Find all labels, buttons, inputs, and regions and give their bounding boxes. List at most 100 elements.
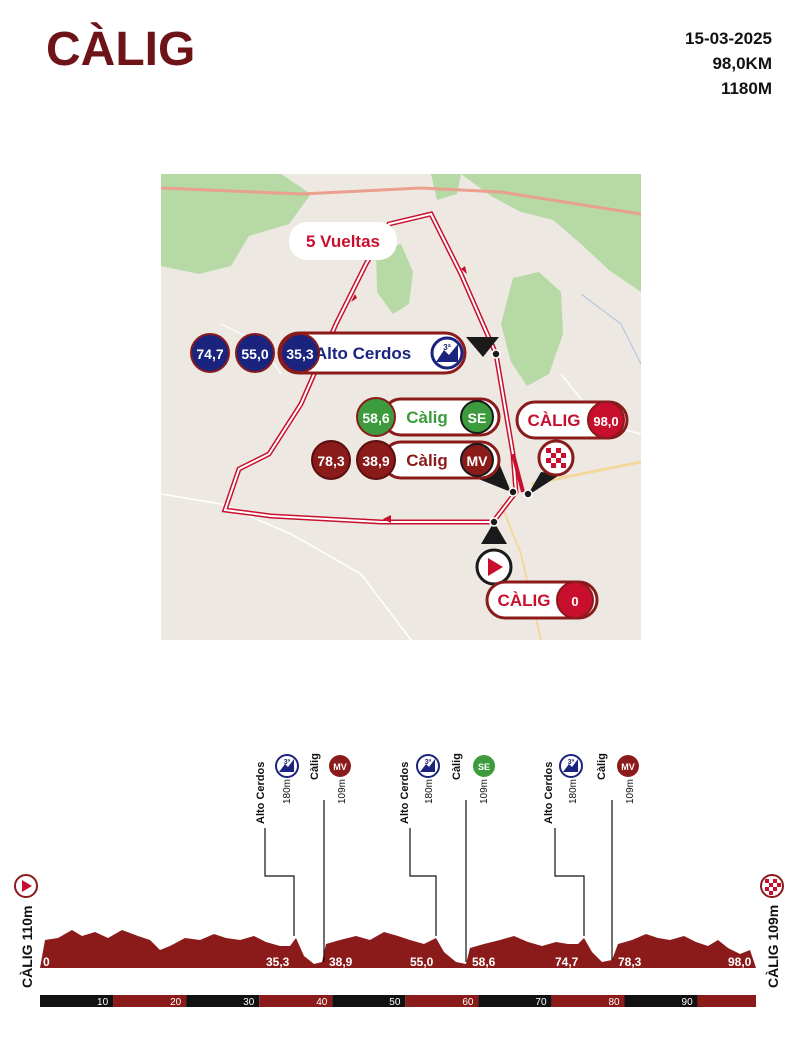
marker-1-alt: 180m	[282, 779, 293, 804]
route-map-svg: 5 Vueltas Alto Cerdos 3ª 74,7 55,0 35,3 …	[161, 174, 641, 640]
climb-pass-2-km: 55,0	[241, 346, 268, 362]
climb-category: 3ª	[443, 343, 450, 352]
sprint-mv-code: MV	[467, 453, 489, 469]
svg-text:3ª: 3ª	[284, 759, 291, 766]
sprint-se-pass	[356, 397, 396, 437]
climb-pass-2	[235, 333, 275, 373]
finish-name: CÀLIG	[528, 411, 581, 430]
km-bar-segment	[186, 995, 260, 1007]
climb-label: Alto Cerdos 3ª 74,7 55,0 35,3	[190, 331, 501, 375]
km-tick-label: 50	[389, 997, 401, 1008]
km-tick-label: 70	[535, 997, 547, 1008]
km-tick-label: 80	[608, 997, 620, 1008]
km-tick-label: 30	[243, 997, 255, 1008]
svg-text:MV: MV	[333, 762, 347, 772]
marker-4-km: 58,6	[472, 955, 496, 969]
marker-labels: Alto Cerdos 180m Càlig 109m Alto Cerdos …	[255, 753, 636, 824]
sprint-mv-pass-1-km: 78,3	[317, 453, 344, 469]
stage-elevation: 1180M	[720, 79, 772, 98]
page-title: CÀLIG	[46, 23, 196, 76]
sprint-mv-name: Càlig	[406, 451, 448, 470]
svg-text:3ª: 3ª	[425, 759, 432, 766]
profile-km-labels: 0 35,3 38,9 55,0 58,6 74,7 78,3 98,0	[43, 955, 752, 969]
km-bar-segment	[405, 995, 479, 1007]
sprint-se-name: Càlig	[406, 408, 448, 427]
sprint-mv-label: Càlig MV 78,3 38,9	[311, 440, 518, 497]
km-bar-segment	[40, 995, 114, 1007]
km-bar-segment	[332, 995, 406, 1007]
km-end-label: 98,0	[728, 955, 752, 969]
km-tick-label: 40	[316, 997, 328, 1008]
km-bar-segment	[624, 995, 698, 1007]
climb-pass-3-km: 35,3	[286, 346, 313, 362]
marker-2-km: 38,9	[329, 955, 353, 969]
sprint-se-icon	[460, 400, 494, 434]
route-map: 5 Vueltas Alto Cerdos 3ª 74,7 55,0 35,3 …	[161, 174, 641, 640]
climb-pass-3	[280, 333, 320, 373]
km-bar-segment	[478, 995, 552, 1007]
marker-2-name: Càlig	[309, 753, 321, 780]
climb-icon: 3ª	[416, 754, 440, 778]
marker-2-alt: 109m	[337, 779, 348, 804]
elevation-profile-svg: Alto Cerdos 180m Càlig 109m Alto Cerdos …	[14, 753, 784, 1008]
km-bar-segment	[259, 995, 333, 1007]
marker-lines	[264, 800, 613, 962]
marker-5-alt: 180m	[568, 779, 579, 804]
marker-1-km: 35,3	[266, 955, 290, 969]
elevation-profile: Alto Cerdos 180m Càlig 109m Alto Cerdos …	[0, 740, 800, 1030]
start-label: CÀLIG 0	[475, 517, 599, 620]
svg-text:MV: MV	[621, 762, 635, 772]
finish-label: CÀLIG 98,0	[515, 400, 629, 499]
sprint-se-icon: SE	[473, 755, 495, 777]
km-bar-segment	[697, 995, 756, 1007]
start-side: CÀLIG 110m	[14, 874, 38, 988]
marker-1-name: Alto Cerdos	[255, 762, 267, 824]
marker-4-name: Càlig	[451, 753, 463, 780]
km-tick-label: 20	[170, 997, 182, 1008]
start-name: CÀLIG	[498, 591, 551, 610]
marker-6-km: 78,3	[618, 955, 642, 969]
marker-4-alt: 109m	[479, 779, 490, 804]
sprint-mv-icon	[460, 443, 494, 477]
finish-km: 98,0	[593, 414, 618, 429]
climb-icon: 3ª	[275, 754, 299, 778]
marker-3-km: 55,0	[410, 955, 434, 969]
sprint-mv-icon: MV	[617, 755, 639, 777]
marker-3-name: Alto Cerdos	[399, 762, 411, 824]
stage-distance: 98,0KM	[712, 54, 772, 73]
route-arrows	[351, 266, 467, 523]
sprint-mv-pass-2-km: 38,9	[362, 453, 389, 469]
sprint-se-label: Càlig SE 58,6	[356, 397, 501, 437]
forest-areas	[161, 174, 641, 386]
start-km-badge	[556, 581, 594, 619]
km-tick-label: 10	[97, 997, 109, 1008]
km-bar-segment	[551, 995, 625, 1007]
sprint-mv-icon: MV	[329, 755, 351, 777]
climb-pass-1-km: 74,7	[196, 346, 223, 362]
marker-5-name: Alto Cerdos	[543, 762, 555, 824]
marker-3-alt: 180m	[424, 779, 435, 804]
svg-text:SE: SE	[478, 762, 490, 772]
marker-icons: 3ª MV 3ª SE 3ª MV	[275, 754, 639, 778]
marker-6-alt: 109m	[625, 779, 636, 804]
laps-label: 5 Vueltas	[289, 222, 397, 260]
svg-text:3ª: 3ª	[568, 759, 575, 766]
climb-pass-1	[190, 333, 230, 373]
elevation-area	[40, 930, 756, 968]
km-tick-label: 90	[682, 997, 694, 1008]
stage-date: 15-03-2025	[685, 29, 772, 48]
marker-5-km: 74,7	[555, 955, 579, 969]
km-start-label: 0	[43, 955, 50, 969]
marker-6-name: Càlig	[596, 753, 608, 780]
stage-info: 15-03-2025 98,0KM 1180M	[685, 26, 772, 101]
km-scale-bar: 10 20 30 40 50 60 70 80 90	[40, 995, 756, 1008]
climb-icon: 3ª	[559, 754, 583, 778]
finish-side: CÀLIG 109m	[760, 874, 784, 988]
laps-label-text: 5 Vueltas	[306, 232, 380, 251]
km-bar-segment	[113, 995, 187, 1007]
sprint-se-pass-km: 58,6	[362, 410, 389, 426]
sprint-mv-pass-1	[311, 440, 351, 480]
km-tick-label: 60	[462, 997, 474, 1008]
start-km: 0	[571, 594, 578, 609]
climb-name: Alto Cerdos	[315, 344, 411, 363]
